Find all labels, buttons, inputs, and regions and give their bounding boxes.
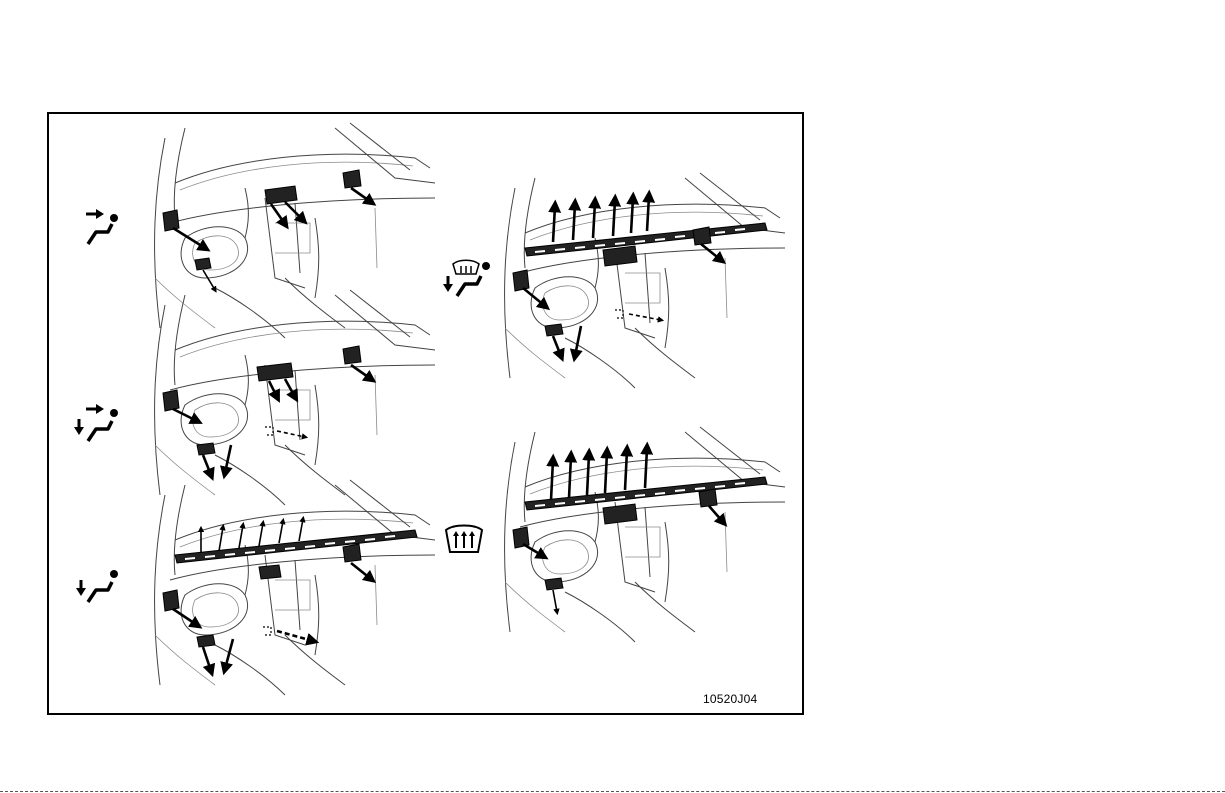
- defrost-mode-illustration: [495, 432, 790, 642]
- foot-mode-icon: [76, 566, 122, 606]
- foot-defrost-mode-icon: [443, 258, 493, 300]
- defrost-mode-icon: [444, 524, 484, 554]
- figure-code: 10520J04: [703, 692, 757, 706]
- foot-mode-illustration: [145, 485, 440, 695]
- bi-level-mode-illustration: [145, 295, 440, 505]
- bottom-rule: [0, 791, 1225, 792]
- bi-level-mode-icon: [74, 403, 122, 445]
- foot-defrost-mode-illustration: [495, 178, 790, 388]
- face-mode-icon: [82, 208, 122, 248]
